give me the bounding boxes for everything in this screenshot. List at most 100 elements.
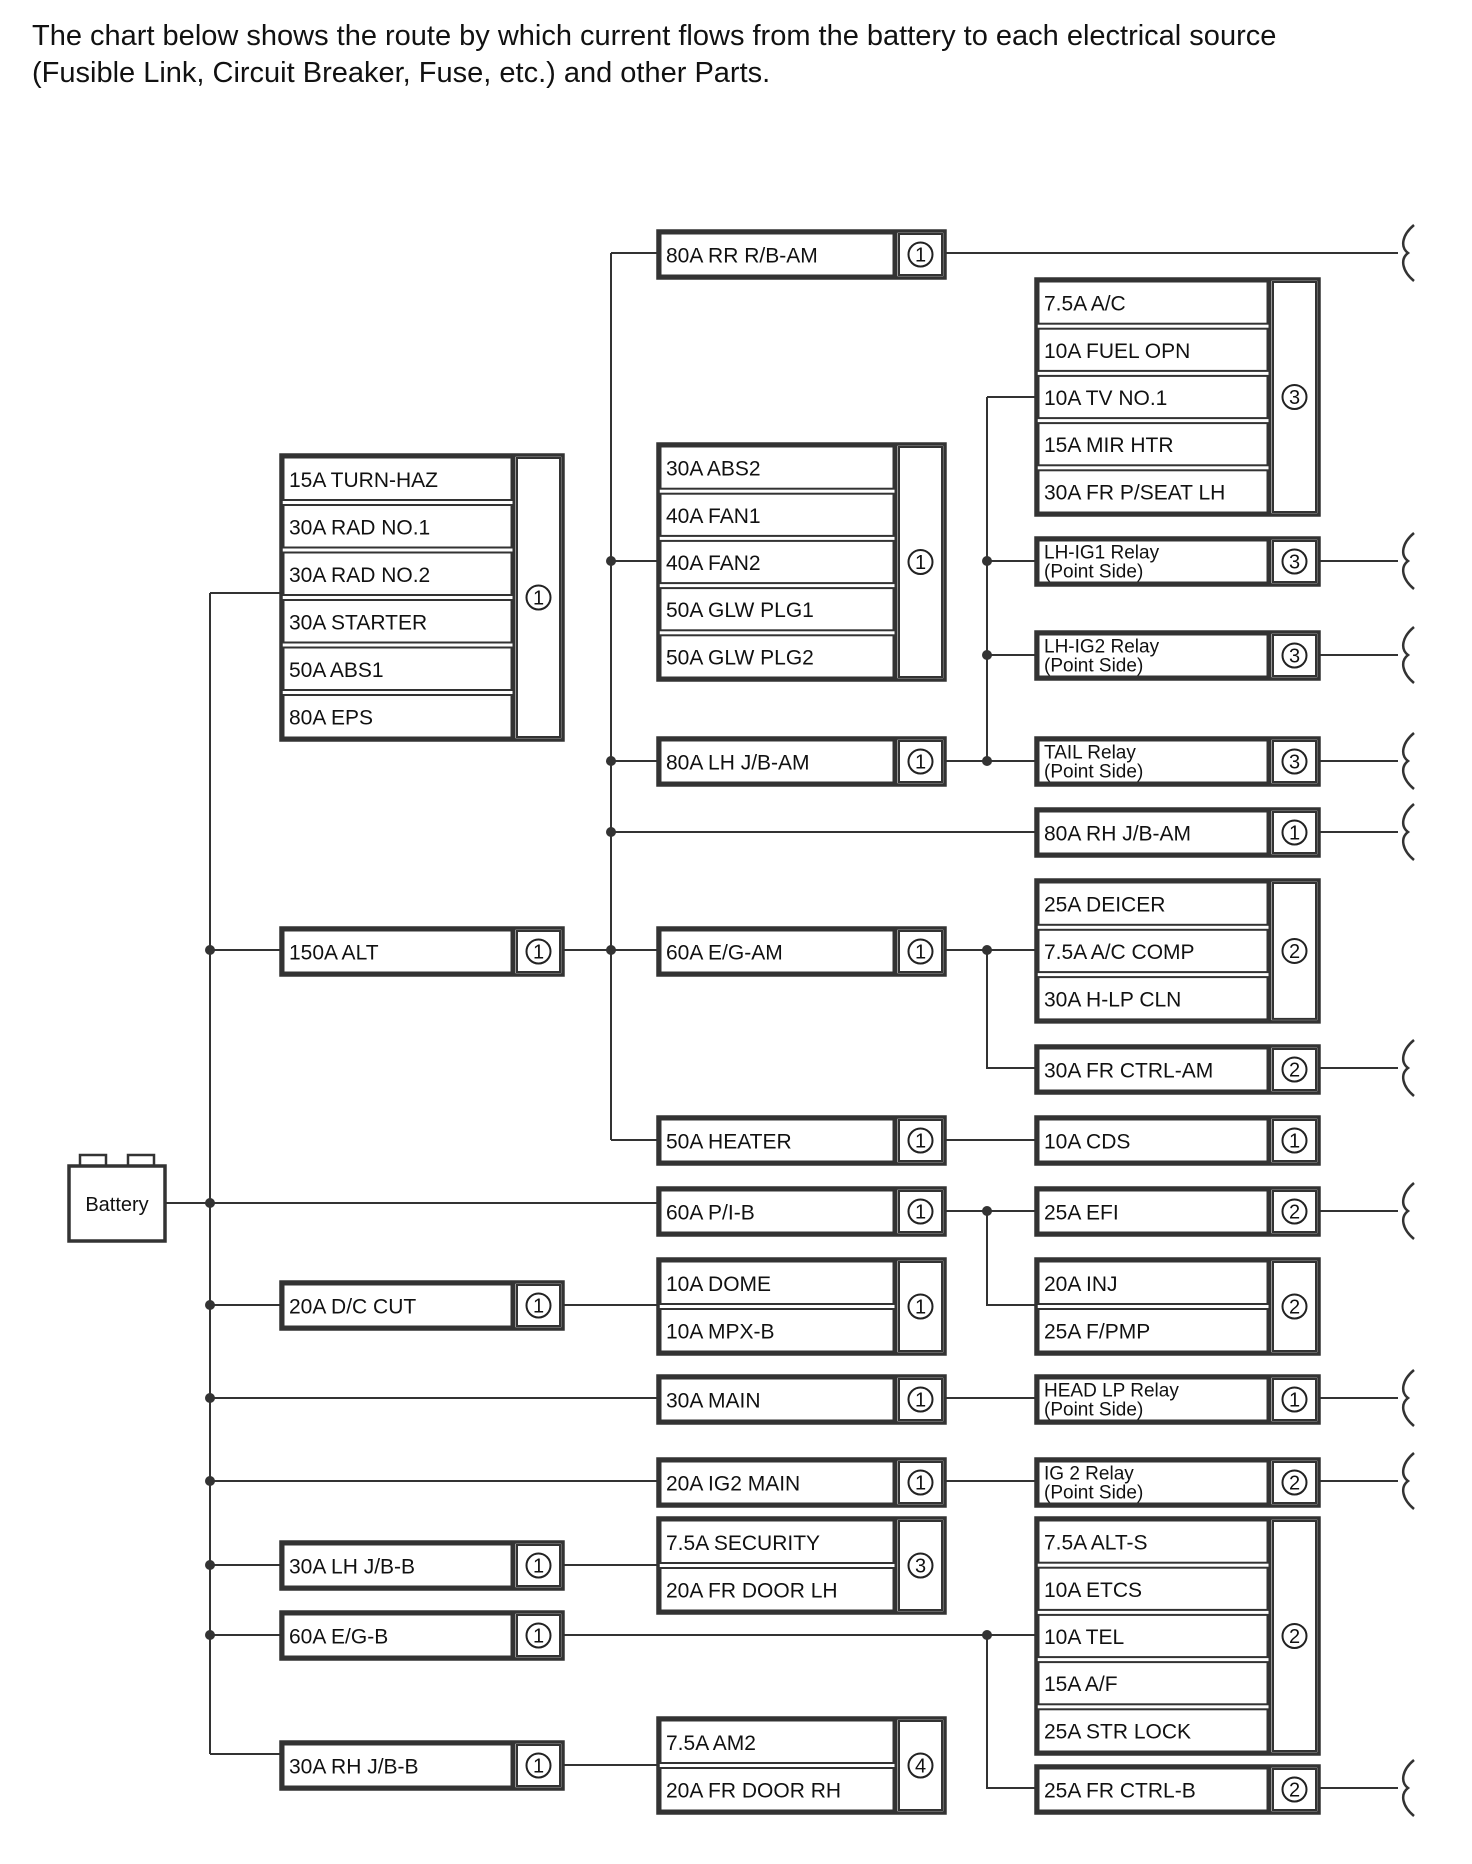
circle-cell [1272,811,1317,854]
item-cell [1037,633,1269,678]
circled-number-ring [907,1552,934,1579]
item-label-30a-h-lp-cln: 30A H-LP CLN [1044,988,1181,1011]
circled-number-ring [907,1293,934,1320]
item-cell [659,929,895,974]
item-cell [659,1460,895,1505]
junction-dot [606,756,616,766]
item-label-80a-rr-r-b-am: 80A RR R/B-AM [666,245,818,268]
circle-cell [1272,1119,1317,1162]
box-frame [1034,807,1321,858]
junction-dot [606,556,616,566]
circled-number: 2 [1289,1202,1300,1224]
circled-number-ring [525,1752,552,1779]
item-cell [1037,422,1269,467]
item-label-20a-inj: 20A INJ [1044,1273,1118,1296]
box-lh-ig2-relay: LH-IG2 Relay(Point Side)3 [1034,630,1321,681]
item-cell [1037,739,1269,784]
circle-cell [516,930,561,973]
box-frame [1034,1516,1321,1756]
circle-cell [898,233,943,276]
item-cell [1037,1189,1269,1234]
junction-dot [205,1393,215,1403]
circled-number-ring [907,748,934,775]
circled-number-ring [907,1386,934,1413]
item-label-80a-rh-j-b-am: 80A RH J/B-AM [1044,823,1191,846]
wire [986,1635,1036,1789]
item-cell [1037,810,1269,855]
item-label-lh-ig1-relay: LH-IG1 Relay [1044,543,1160,564]
item-cell [1037,881,1269,926]
continuation-mark [1401,803,1415,861]
item-cell [282,646,513,691]
circled-number: 4 [915,1756,926,1778]
item-label-80a-eps: 80A EPS [289,706,373,729]
item-cell [659,634,895,679]
item-cell [1037,539,1269,584]
circled-number-ring [1281,548,1308,575]
box-lh-ig1-relay: LH-IG1 Relay(Point Side)3 [1034,536,1321,587]
box-frame [1034,1764,1321,1815]
item-cell [659,232,895,277]
circled-number: 2 [1289,1780,1300,1802]
box-frame [1034,1374,1321,1425]
junction-dot [205,1630,215,1640]
box-frame [1034,1115,1321,1166]
item-label-7-5a-am2: 7.5A AM2 [666,1732,756,1755]
circle-cell [898,1461,943,1504]
item-label-30a-fr-ctrl-am: 30A FR CTRL-AM [1044,1060,1213,1083]
circle-cell [898,1119,943,1162]
description-line-2: (Fusible Link, Circuit Breaker, Fuse, et… [32,57,771,89]
item-label-20a-ig2-main: 20A IG2 MAIN [666,1473,800,1496]
circle-cell [898,1190,943,1233]
junction-dots [205,556,992,1640]
item-sublabel: (Point Side) [1044,762,1143,783]
circled-number-ring [1281,384,1308,410]
circled-number-ring [525,584,552,611]
circled-number-ring [1281,1469,1308,1496]
item-cell [1037,1118,1269,1163]
item-cell [1037,1260,1269,1305]
description-line-1: The chart below shows the route by which… [32,20,1277,52]
circled-number: 3 [1289,552,1300,574]
box-frame [1034,736,1321,787]
circle-cell [516,1614,561,1657]
circled-number-ring [1281,1127,1308,1154]
junction-dot [205,1476,215,1486]
item-cell [659,1519,895,1564]
continuation-mark [1401,224,1415,282]
item-cell [282,1613,513,1658]
junction-dot [982,650,992,660]
circled-number: 1 [533,942,544,964]
box-frame [279,453,565,742]
item-label-30a-fr-p-seat-lh: 30A FR P/SEAT LH [1044,481,1225,504]
item-cell [659,492,895,537]
item-cell [1037,1519,1269,1564]
circled-number-ring [907,938,934,965]
item-sublabel: (Point Side) [1044,1400,1143,1421]
circled-number-ring [907,241,934,268]
circle-cell [516,1284,561,1327]
item-cell [1037,374,1269,420]
item-label-60a-e-g-b: 60A E/G-B [289,1626,388,1649]
junction-dot [982,945,992,955]
item-label-30a-abs2: 30A ABS2 [666,458,761,481]
item-label-25a-efi: 25A EFI [1044,1202,1119,1225]
circle-cell [1272,1261,1317,1352]
circled-number-ring [1281,748,1308,775]
junction-dot [982,556,992,566]
circle-cell [1272,882,1317,1020]
circle-cell [898,740,943,783]
item-label-25a-str-lock: 25A STR LOCK [1044,1720,1191,1743]
circled-number-ring [1281,1293,1308,1320]
battery: Battery [67,1153,167,1243]
item-label-30a-rad-no-2: 30A RAD NO.2 [289,564,430,587]
circle-cell [898,446,943,678]
circled-number-ring [907,1127,934,1154]
item-label-20a-fr-door-lh: 20A FR DOOR LH [666,1579,838,1602]
